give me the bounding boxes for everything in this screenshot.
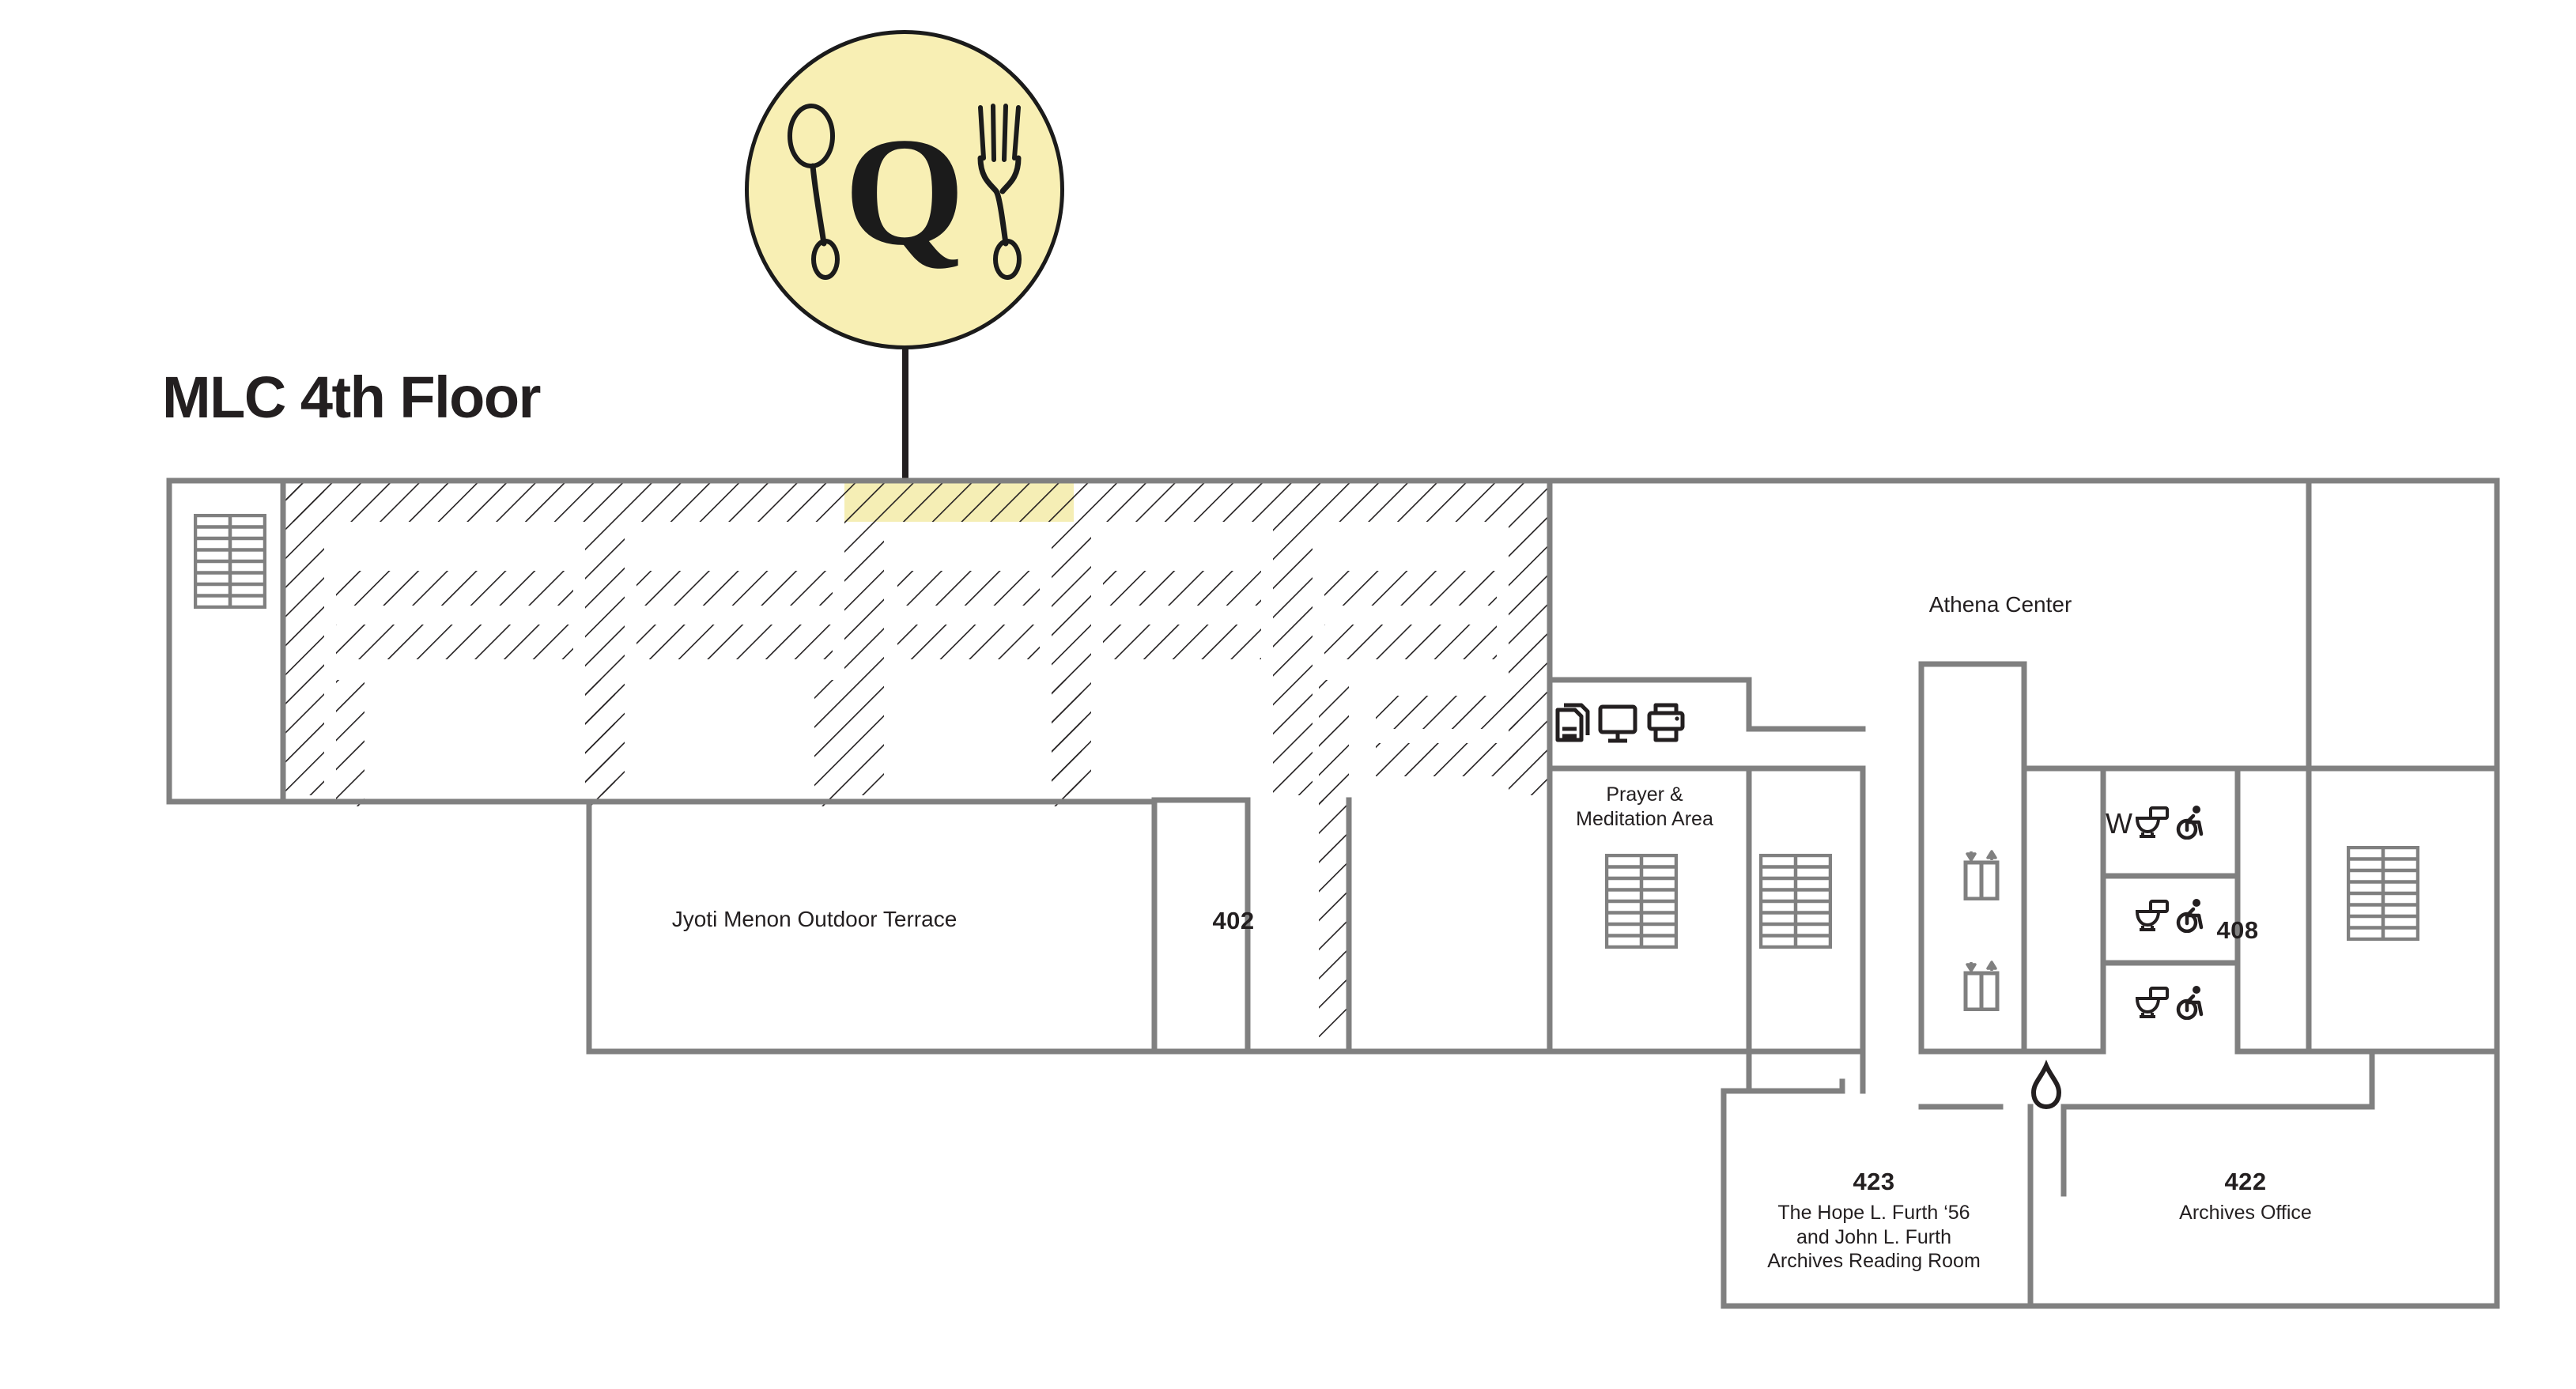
wheelchair-accessible-icon-1	[2178, 806, 2201, 838]
dining-badge-marker[interactable]: Q	[745, 30, 1064, 349]
stairwell-symbol-east	[2348, 847, 2418, 939]
stairwell-symbol-west	[195, 515, 265, 607]
hatched-construction-zone	[283, 481, 1550, 1037]
elevator-symbols	[1966, 851, 1997, 1010]
elevator-icon-1	[1966, 851, 1997, 899]
computer-monitor-icon	[1598, 704, 1637, 743]
badge-circle	[745, 30, 1064, 349]
copier-icon	[1555, 703, 1590, 742]
stairwell-symbol-prayer-right	[1761, 855, 1830, 947]
stairwell-symbol-prayer-left	[1607, 855, 1676, 947]
fork-icon	[977, 104, 1022, 280]
printer-icon	[1647, 703, 1685, 742]
wall-lines	[166, 477, 2500, 1309]
restroom-icons	[2136, 806, 2201, 1018]
toilet-icon-1	[2136, 806, 2169, 838]
toilet-icon-3	[2136, 987, 2169, 1018]
badge-leader-line	[902, 340, 908, 481]
spoon-icon	[788, 104, 840, 280]
badge-letter: Q	[844, 106, 965, 277]
toilet-icon-2	[2136, 900, 2169, 931]
wheelchair-accessible-icon-2	[2178, 899, 2201, 931]
amenity-icon-row	[1555, 703, 1685, 743]
water-drop-icon	[2030, 1059, 2062, 1110]
wheelchair-accessible-icon-3	[2178, 986, 2201, 1018]
highlighted-room-segment	[844, 481, 1074, 522]
page-title: MLC 4th Floor	[162, 364, 541, 430]
elevator-icon-2	[1966, 962, 1997, 1010]
